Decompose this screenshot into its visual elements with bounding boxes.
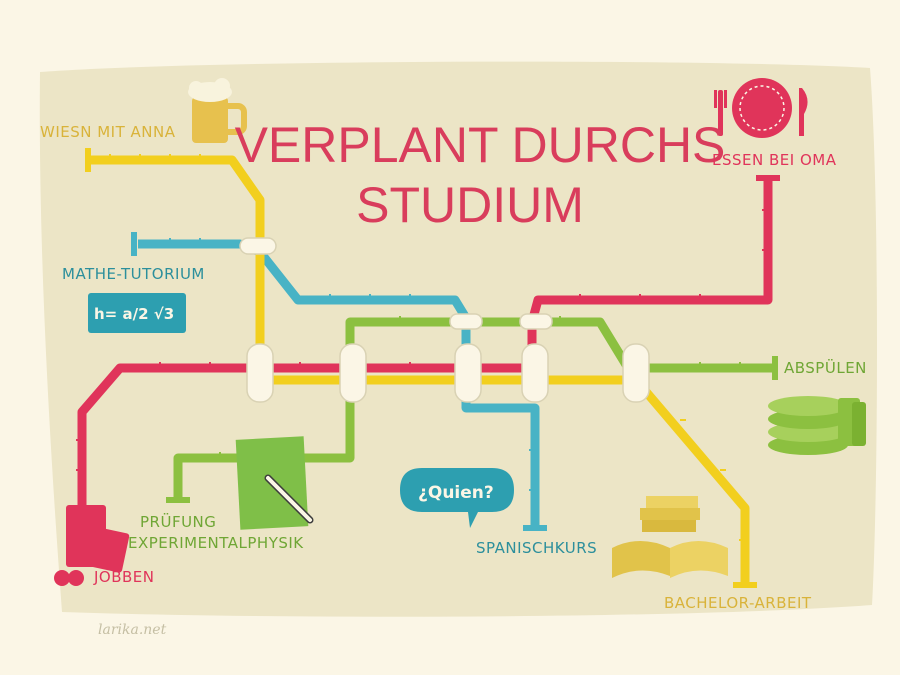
interchange-station xyxy=(622,343,650,403)
dishes-icon xyxy=(768,396,866,455)
station-label-abspuelen: ABSPÜLEN xyxy=(784,358,867,377)
station-label-bachelor: BACHELOR-ARBEIT xyxy=(664,594,812,612)
speech-bubble-icon xyxy=(400,468,514,528)
job-tools-icon xyxy=(54,505,130,586)
interchange-station xyxy=(454,343,482,403)
speech-bubble-text: ¿Quien? xyxy=(418,483,494,503)
plate-cutlery-icon xyxy=(714,78,808,138)
map-title-line1: VERPLANT DURCHS xyxy=(235,117,726,173)
artist-signature: larika.net xyxy=(98,622,167,638)
interchange-station xyxy=(239,237,277,255)
station-label-mathe: MATHE-TUTORIUM xyxy=(62,265,205,283)
interchange-station xyxy=(339,343,367,403)
station-label-spanisch: SPANISCHKURS xyxy=(476,539,597,557)
station-label-pruefung-1: PRÜFUNG xyxy=(140,512,216,531)
interchange-station xyxy=(246,343,274,403)
map-title-line2: STUDIUM xyxy=(356,177,584,233)
notebook-pencil-icon xyxy=(235,436,314,530)
formula-card xyxy=(88,293,186,333)
station-label-jobben: JOBBEN xyxy=(93,568,155,586)
track-ticks xyxy=(76,154,768,541)
beer-mug-icon xyxy=(188,78,247,143)
station-label-pruefung-2: EXPERIMENTALPHYSIK xyxy=(128,534,304,552)
interchange-station xyxy=(521,343,549,403)
interchanges xyxy=(239,237,650,403)
station-label-wiesn: WIESN MIT ANNA xyxy=(40,123,176,141)
books-icon xyxy=(612,496,728,578)
interchange-station xyxy=(519,313,553,330)
station-label-essen: ESSEN BEI OMA xyxy=(712,151,837,169)
interchange-station xyxy=(449,313,483,330)
formula-text: h= a/2 √3 xyxy=(94,305,174,323)
